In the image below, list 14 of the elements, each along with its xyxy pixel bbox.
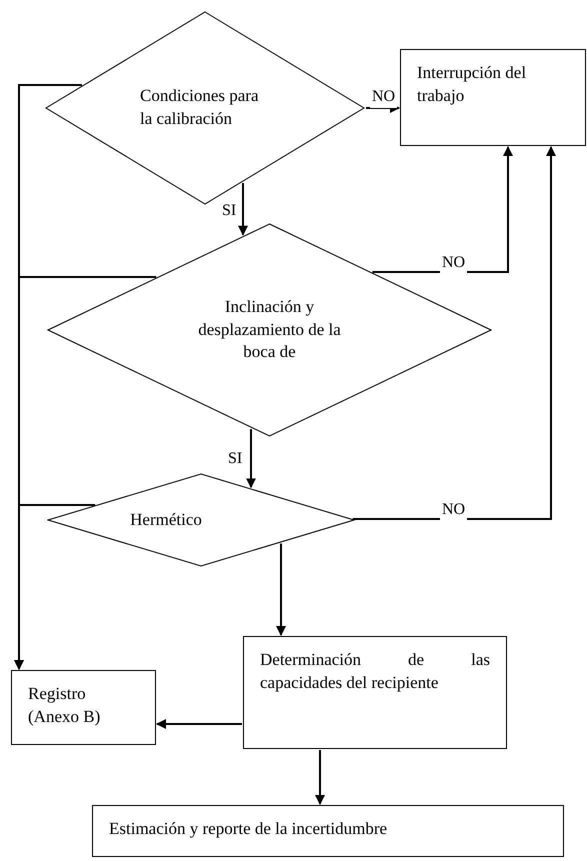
process-box: Registro (Anexo B) [11,670,156,745]
decision-diamond: Hermético [47,473,355,567]
arrow [156,719,242,729]
arrow [276,544,286,636]
arrow [246,429,256,488]
process-box: Estimación y reporte de la incertidumbre [92,805,564,857]
arrow [14,504,96,670]
process-box: Determinación de las capacidades del recipiente [243,636,507,749]
arrow [352,146,556,520]
arrow [315,750,325,805]
process-box: Interrupción del trabajo [400,49,586,146]
arrow [372,146,513,273]
arrow [238,182,248,236]
decision-diamond: Condiciones para la calibración [45,11,365,205]
